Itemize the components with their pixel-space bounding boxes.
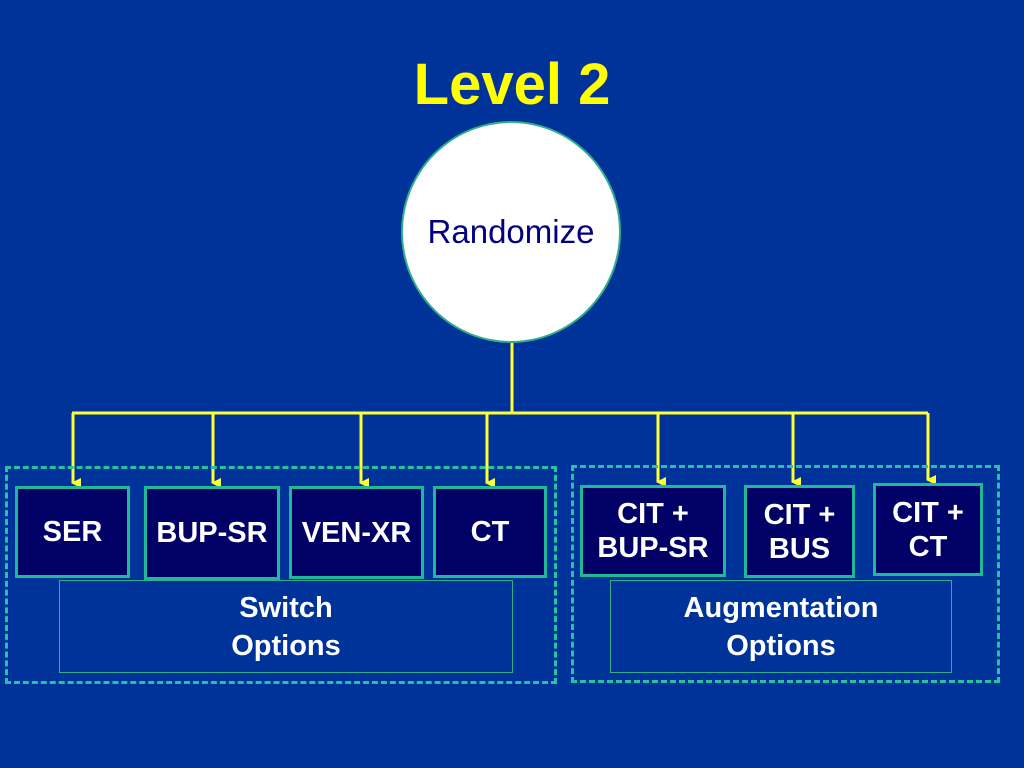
- option-ven-xr: VEN-XR: [289, 486, 424, 579]
- option-ct: CT: [433, 486, 547, 578]
- option-ser: SER: [15, 486, 130, 578]
- switch-options-group: [5, 466, 557, 684]
- option-cit-ct: CIT + CT: [873, 483, 983, 576]
- switch-options-label: Switch Options: [59, 580, 513, 673]
- option-bup-sr: BUP-SR: [144, 486, 280, 580]
- augmentation-options-label: Augmentation Options: [610, 580, 952, 673]
- augmentation-options-group: [571, 465, 1000, 683]
- option-cit-bup-sr: CIT + BUP-SR: [580, 485, 726, 577]
- randomize-label: Randomize: [427, 213, 595, 250]
- randomize-node: Randomize: [401, 121, 621, 343]
- slide-title: Level 2: [413, 52, 611, 117]
- option-cit-bus: CIT + BUS: [744, 485, 855, 578]
